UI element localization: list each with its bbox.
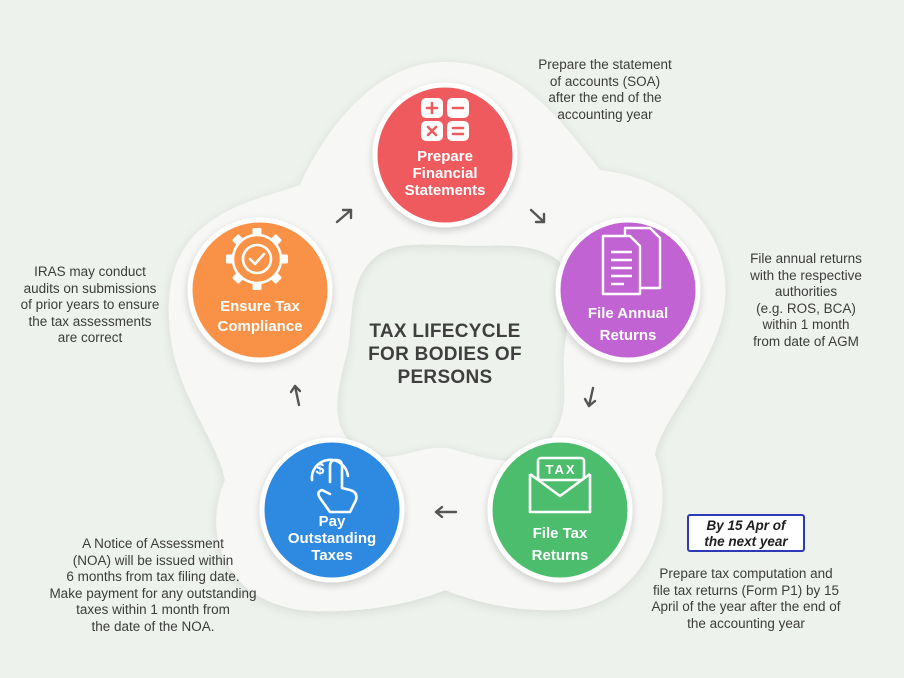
- note-file-tax: Prepare tax computation and file tax ret…: [651, 566, 841, 631]
- pay-circle: [259, 437, 405, 583]
- gear-tooth: [270, 272, 282, 284]
- arrow-pay-to-ensure: [289, 384, 302, 407]
- tax-envelope-icon: TAX: [528, 456, 592, 514]
- step-prepare: [372, 82, 518, 228]
- pay-label: Pay Outstanding Taxes: [287, 513, 377, 564]
- hand-dollar-icon: $: [310, 458, 358, 514]
- prepare-circle: [372, 82, 518, 228]
- gear-tooth: [252, 228, 262, 236]
- center-title: TAX LIFECYCLE FOR BODIES OF PERSONS: [368, 321, 522, 388]
- step-file-tax: TAX: [487, 437, 633, 583]
- note-prepare: Prepare the statement of accounts (SOA) …: [538, 57, 672, 122]
- gear-tooth: [232, 272, 244, 284]
- dollar-symbol: $: [316, 461, 325, 478]
- note-pay: A Notice of Assessment (NOA) will be iss…: [49, 536, 257, 634]
- gear-tooth: [270, 234, 282, 246]
- deadline-badge: By 15 Apr of the next year: [687, 514, 805, 552]
- arrow-annual-to-tax: [583, 386, 597, 408]
- flow-arrows: [289, 208, 597, 519]
- gear-tooth: [252, 282, 262, 290]
- step-ensure: [187, 217, 333, 363]
- tax-label: TAX: [545, 462, 576, 477]
- arrow-prepare-to-annual: [529, 208, 546, 224]
- note-ensure: IRAS may conduct audits on submissions o…: [20, 264, 160, 345]
- calculator-icon: [421, 98, 469, 141]
- gear-tooth: [232, 234, 244, 246]
- prepare-label: Prepare Financial Statements: [404, 148, 486, 199]
- step-file-annual: [555, 217, 701, 363]
- gear-tooth: [280, 254, 288, 264]
- documents-icon: [601, 226, 662, 296]
- arrow-tax-to-pay: [434, 505, 458, 519]
- ensure-label: Ensure Tax Compliance: [217, 298, 303, 335]
- file-annual-label: File Annual Returns: [587, 305, 669, 344]
- gear-check-icon: [226, 228, 288, 290]
- step-pay: $: [259, 437, 405, 583]
- note-file-annual: File annual returns with the respective …: [750, 251, 862, 349]
- file-tax-label: File Tax Returns: [531, 525, 589, 564]
- file-tax-circle: [487, 437, 633, 583]
- arrow-ensure-to-prepare: [335, 208, 353, 224]
- gear-tooth: [226, 254, 234, 264]
